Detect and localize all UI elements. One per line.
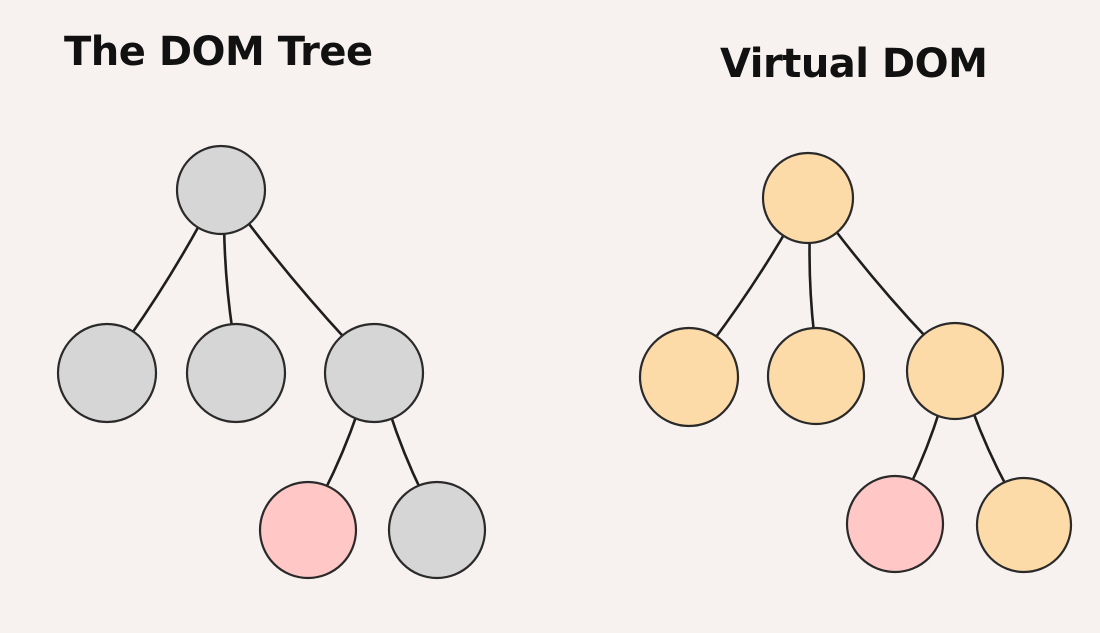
vdom-node-child-1 xyxy=(638,326,740,428)
vdom-node-child-3 xyxy=(905,321,1005,421)
dom-tree xyxy=(56,144,487,580)
dom-node-root xyxy=(175,144,267,236)
vdom-edge-child-3-to-grandchild-2 xyxy=(970,406,1009,490)
vdom-edge-child-3-to-grandchild-1 xyxy=(908,407,942,488)
vdom-node-grandchild-1-changed xyxy=(845,474,945,574)
dom-tree-title: The DOM Tree xyxy=(64,29,373,75)
vdom-node-child-2 xyxy=(766,326,866,426)
vdom-edge-root-to-child-3 xyxy=(831,225,930,342)
dom-edge-root-to-child-3 xyxy=(243,217,349,343)
dom-edge-root-to-child-2 xyxy=(222,226,234,333)
vdom-edge-root-to-child-1 xyxy=(710,228,789,344)
dom-node-child-3 xyxy=(323,322,425,424)
dom-edge-root-to-child-1 xyxy=(127,220,203,339)
dom-node-child-2 xyxy=(185,322,287,424)
dom-node-child-1 xyxy=(56,322,158,424)
dom-edge-child-3-to-grandchild-1 xyxy=(322,410,360,494)
dom-node-grandchild-2 xyxy=(387,480,487,580)
vdom-edge-root-to-child-2 xyxy=(808,234,816,337)
vdom-node-root xyxy=(761,151,855,245)
virtual-dom-title: Virtual DOM xyxy=(720,41,988,87)
vdom-tree xyxy=(638,151,1073,574)
dom-edge-child-3-to-grandchild-2 xyxy=(388,410,424,494)
dom-node-grandchild-1-changed xyxy=(258,480,358,580)
vdom-node-grandchild-2 xyxy=(975,476,1073,574)
